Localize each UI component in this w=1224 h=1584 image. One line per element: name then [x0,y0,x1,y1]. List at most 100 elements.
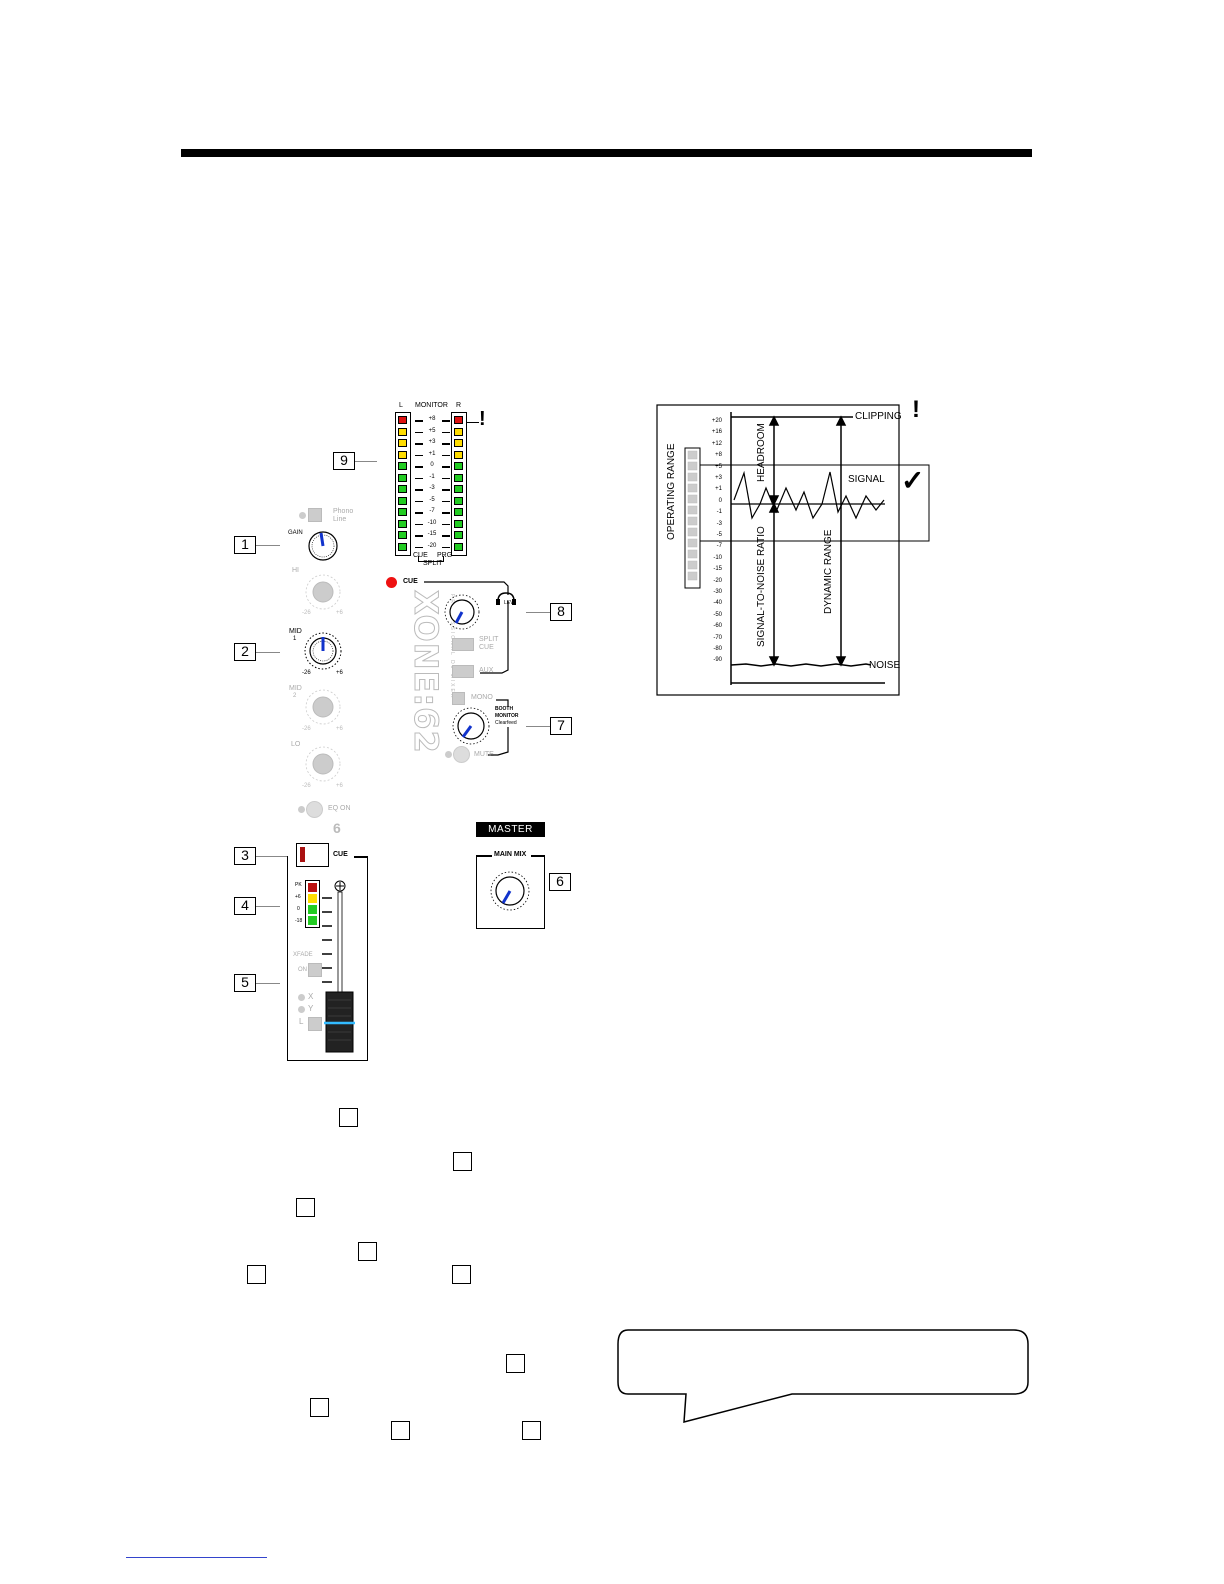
mute-button[interactable] [453,746,470,763]
footer-link-underline[interactable] [126,1557,267,1558]
fader-frame [287,856,368,1061]
meter-left-frame [395,412,411,556]
split-cue-button[interactable] [452,638,474,651]
meter-led [398,519,407,528]
mid1-label: MID [289,628,302,635]
cue-button-led [300,847,305,862]
ref-box-7 [506,1354,525,1373]
range-scale-label: +8 [715,452,722,459]
meter-tick [415,489,423,491]
callout-7-line [526,726,550,727]
main-mix-knob[interactable] [486,866,536,916]
meter-tick [442,500,450,502]
meter-led [454,519,463,528]
cue-button[interactable] [296,843,329,867]
range-scale-label: +20 [711,418,722,424]
booth-label: BOOTH [495,706,514,712]
phono-line-led [299,512,306,519]
meter-tick [415,535,423,537]
hi-min: -26 [302,610,311,616]
range-scale-label: -80 [713,646,722,652]
eq-on-label: EQ ON [328,805,351,812]
split-cue-label-2: CUE [479,644,494,651]
meter-tick [415,420,423,422]
mid1-knob[interactable] [304,632,342,670]
callout-3: 3 [234,847,256,865]
ref-box-2 [453,1152,472,1171]
mid2-min: -26 [302,726,311,732]
mid1-min: -26 [302,670,311,676]
range-scale-label: -30 [713,589,722,595]
mid2-knob[interactable] [305,689,341,725]
meter-scale-label: -1 [429,473,435,480]
range-scale-label: -50 [713,611,722,618]
clearfeed-label: Clearfeed [495,720,517,726]
meter-zero-label: 0 [297,906,300,912]
ref-box-1 [339,1108,358,1127]
phono-line-switch[interactable] [308,508,322,522]
meter-led [398,473,407,482]
callout-9-line [355,461,377,462]
range-scale-label: -3 [716,520,722,527]
channel-knobs [304,531,342,782]
gain-knob[interactable] [308,531,338,561]
meter-led [454,542,463,551]
meter-led [454,450,463,459]
xfade-x-led [298,994,305,1001]
meter-tick [415,546,423,548]
meter-led [398,462,407,470]
xfade-assign-button[interactable] [308,1017,322,1031]
meter-scale-label: +3 [428,439,436,445]
meter-led [454,462,463,470]
meter-tick [442,489,450,491]
meter-led [398,496,407,505]
mid2-number: 2 [293,693,297,699]
noise-label: NOISE [869,660,901,671]
speech-bubble [617,1329,1029,1423]
meter-tick [442,420,450,422]
ref-box-6 [452,1265,471,1284]
phono-label: Phono [333,508,354,515]
meter-clip-line [467,422,479,423]
callout-2-line [256,652,280,653]
meter-tick [415,523,423,525]
meter-scale-label: +8 [428,416,436,422]
meter-tick [442,431,450,433]
split-bracket [418,556,444,562]
meter-led [454,473,463,482]
meter-led [454,439,463,447]
hi-knob[interactable] [305,574,341,610]
meter-scale-label: 0 [430,462,434,468]
meter-led [454,508,463,516]
range-scale-label: -90 [713,657,722,664]
aux-button[interactable] [452,665,474,678]
channel-fader[interactable] [320,878,360,1058]
xfade-on-button[interactable] [308,963,322,977]
meter-tick [442,546,450,548]
range-scale-label: +12 [711,440,722,447]
lo-knob[interactable] [305,746,341,782]
xfade-y-led [298,1006,305,1013]
mono-button[interactable] [452,692,465,705]
meter-prg-label: PRG [437,552,453,559]
meter-right-leds [454,416,464,556]
clipping-mark: ! [912,396,920,423]
mute-led [445,751,452,758]
split-cue-label-1: SPLIT [479,636,499,643]
eq-on-button[interactable] [306,801,323,818]
mid1-max: +6 [336,670,343,676]
meter-tick [442,466,450,468]
range-scale-label: -1 [716,509,722,516]
signal-label: SIGNAL [848,474,885,485]
range-scale-label: +1 [715,486,722,493]
meter-plus6-label: +6 [295,894,301,900]
mid2-label: MID [289,685,302,692]
mid2-max: +6 [336,726,343,732]
gain-label: GAIN [288,530,303,536]
meter-right-label: R [456,402,462,409]
meter-led [454,485,463,493]
callout-4-line [256,906,280,907]
meter-led [398,542,407,551]
